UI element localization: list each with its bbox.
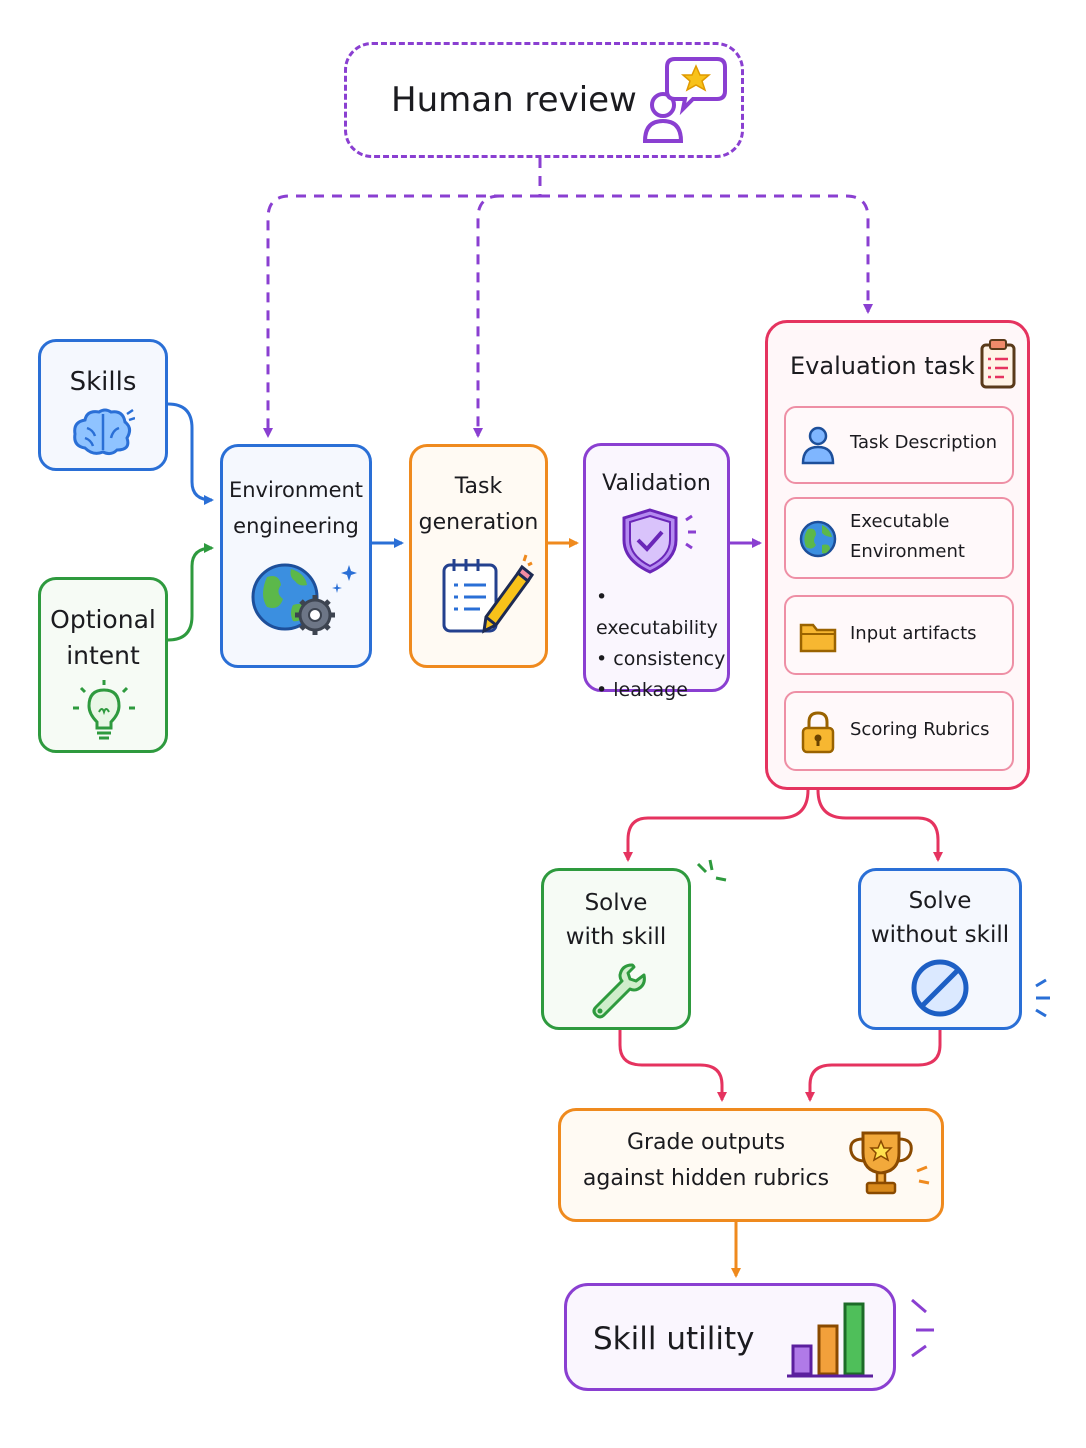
executable-environment-line2: Environment: [850, 541, 965, 562]
human-review-box: Human review: [344, 42, 744, 158]
solve-without-skill-line1: Solve: [908, 888, 972, 914]
optional-intent-box: Optional intent: [38, 577, 168, 753]
clipboard-icon: [980, 339, 1016, 389]
utility-sparkle-icon: [911, 1298, 934, 1358]
bar-chart-icon: [787, 1302, 873, 1378]
person-speech-star-icon: [642, 57, 727, 143]
skill-utility-title: Skill utility: [593, 1321, 755, 1357]
globe-icon: [799, 520, 837, 558]
evaluation-task-title: Evaluation task: [790, 352, 975, 380]
padlock-icon: [801, 711, 835, 754]
folder-icon: [799, 623, 837, 653]
without-skill-to-grade-arrow: [805, 1030, 942, 1102]
task-description-card: Task Description: [784, 406, 1014, 484]
solve-with-skill-line1: Solve: [584, 890, 648, 916]
environment-engineering-line1: Environment: [228, 478, 364, 502]
person-icon: [801, 426, 835, 465]
scoring-rubrics-label: Scoring Rubrics: [850, 719, 990, 740]
task-generation-box: Task generation: [409, 444, 548, 668]
review-to-environment-arrow: [268, 158, 542, 436]
solve-without-skill-box: Solve without skill: [858, 868, 1022, 1030]
skill-utility-box: Skill utility: [564, 1283, 896, 1391]
input-artifacts-label: Input artifacts: [850, 623, 977, 644]
review-to-taskgen-arrow: [473, 194, 501, 438]
skills-to-environment-arrow: [167, 402, 214, 505]
validation-check: executability: [596, 582, 728, 644]
with-skill-to-grade-arrow: [618, 1030, 727, 1102]
evaluation-to-without-skill-arrow: [816, 789, 943, 862]
trophy-icon: [849, 1131, 930, 1195]
review-to-evaluation-arrow: [540, 194, 873, 314]
validation-check: leakage: [596, 675, 728, 706]
validation-box: Validation executability consistency lea…: [583, 443, 730, 701]
executable-environment-card: Executable Environment: [784, 497, 1014, 579]
prohibited-icon: [911, 959, 969, 1017]
lightbulb-icon: [73, 680, 135, 740]
with-skill-sparkle-icon: [696, 859, 727, 882]
validation-check: consistency: [596, 644, 728, 675]
grade-outputs-line1: Grade outputs: [626, 1130, 786, 1155]
globe-gear-icon: [251, 563, 357, 635]
skills-box: Skills: [38, 339, 168, 471]
grade-outputs-box: Grade outputs against hidden rubrics: [558, 1108, 944, 1222]
optional-intent-line1: Optional: [50, 605, 156, 634]
optional-intent-line2: intent: [66, 641, 140, 670]
scoring-rubrics-card: Scoring Rubrics: [784, 691, 1014, 771]
evaluation-task-box: Evaluation task Task Description Executa…: [765, 320, 1030, 790]
solve-without-skill-line2: without skill: [870, 922, 1010, 948]
environment-engineering-box: Environment engineering: [220, 444, 372, 668]
human-review-title: Human review: [391, 80, 637, 120]
task-generation-line2: generation: [418, 510, 539, 535]
evaluation-to-with-skill-arrow: [623, 789, 810, 862]
task-generation-line1: Task: [454, 474, 503, 499]
brain-icon: [73, 408, 135, 456]
without-skill-sparkle-icon: [1035, 978, 1050, 1018]
grade-outputs-line2: against hidden rubrics: [582, 1166, 830, 1191]
solve-with-skill-box: Solve with skill: [541, 868, 691, 1030]
shield-check-icon: [622, 508, 696, 574]
notepad-pencil-icon: [442, 554, 534, 634]
skills-label: Skills: [69, 367, 137, 397]
solve-with-skill-line2: with skill: [565, 924, 667, 950]
task-description-label: Task Description: [850, 432, 998, 453]
validation-title: Validation: [602, 471, 711, 496]
intent-to-environment-arrow: [167, 543, 214, 642]
input-artifacts-card: Input artifacts: [784, 595, 1014, 675]
validation-checks: executability consistency leakage: [596, 582, 728, 706]
wrench-icon: [592, 963, 646, 1019]
environment-engineering-line2: engineering: [233, 514, 359, 538]
executable-environment-line1: Executable: [850, 511, 950, 532]
